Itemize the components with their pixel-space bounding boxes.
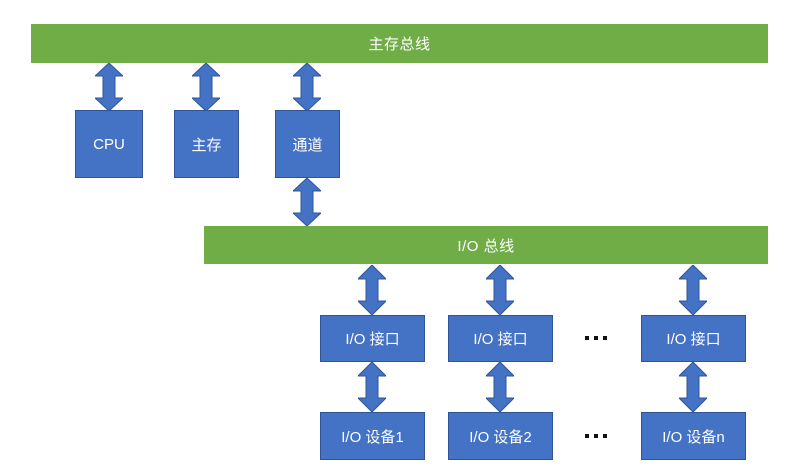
interface-2-to-device-2-arrow bbox=[486, 362, 514, 412]
io-interface-2-box: I/O 接口 bbox=[448, 315, 553, 362]
io-device-1-box: I/O 设备1 bbox=[320, 412, 425, 460]
ellipsis-dot bbox=[603, 434, 607, 438]
io-bus-to-interface-n-arrow bbox=[679, 265, 707, 315]
devices-ellipsis bbox=[578, 428, 614, 444]
io-device-1-label: I/O 设备1 bbox=[341, 428, 404, 446]
ellipsis-dot bbox=[585, 336, 589, 340]
io-device-2-box: I/O 设备2 bbox=[448, 412, 553, 460]
io-interface-1-label: I/O 接口 bbox=[345, 331, 400, 348]
io-device-n-label: I/O 设备n bbox=[662, 428, 725, 446]
io-interface-1-box: I/O 接口 bbox=[320, 315, 425, 362]
io-interface-2-label: I/O 接口 bbox=[473, 331, 528, 348]
io-device-n-box: I/O 设备n bbox=[641, 412, 746, 460]
channel-box-label: 通道 bbox=[292, 136, 323, 154]
ellipsis-dot bbox=[594, 434, 598, 438]
io-bus-to-interface-2-arrow bbox=[486, 265, 514, 315]
interface-1-to-device-1-arrow bbox=[358, 362, 386, 412]
memory-to-main-bus-arrow bbox=[192, 63, 220, 111]
main-memory-box-label: 主存 bbox=[191, 136, 222, 154]
cpu-box: CPU bbox=[75, 110, 143, 178]
channel-to-io-bus-arrow bbox=[293, 178, 321, 226]
cpu-to-main-bus-arrow bbox=[95, 63, 123, 111]
interface-n-to-device-n-arrow bbox=[679, 362, 707, 412]
io-bus-label: I/O 总线 bbox=[457, 237, 515, 255]
io-interface-n-box: I/O 接口 bbox=[641, 315, 746, 362]
ellipsis-dot bbox=[603, 336, 607, 340]
main-memory-bus: 主存总线 bbox=[31, 24, 768, 63]
io-device-2-label: I/O 设备2 bbox=[469, 428, 532, 446]
cpu-box-label: CPU bbox=[93, 135, 125, 153]
io-bus-to-interface-1-arrow bbox=[358, 265, 386, 315]
ellipsis-dot bbox=[594, 336, 598, 340]
interfaces-ellipsis bbox=[578, 330, 614, 346]
io-interface-n-label: I/O 接口 bbox=[666, 331, 721, 348]
channel-box: 通道 bbox=[275, 110, 340, 178]
ellipsis-dot bbox=[585, 434, 589, 438]
main-memory-bus-label: 主存总线 bbox=[368, 36, 431, 53]
main-memory-box: 主存 bbox=[174, 110, 239, 178]
channel-to-main-bus-arrow bbox=[293, 63, 321, 111]
io-bus: I/O 总线 bbox=[204, 226, 768, 264]
